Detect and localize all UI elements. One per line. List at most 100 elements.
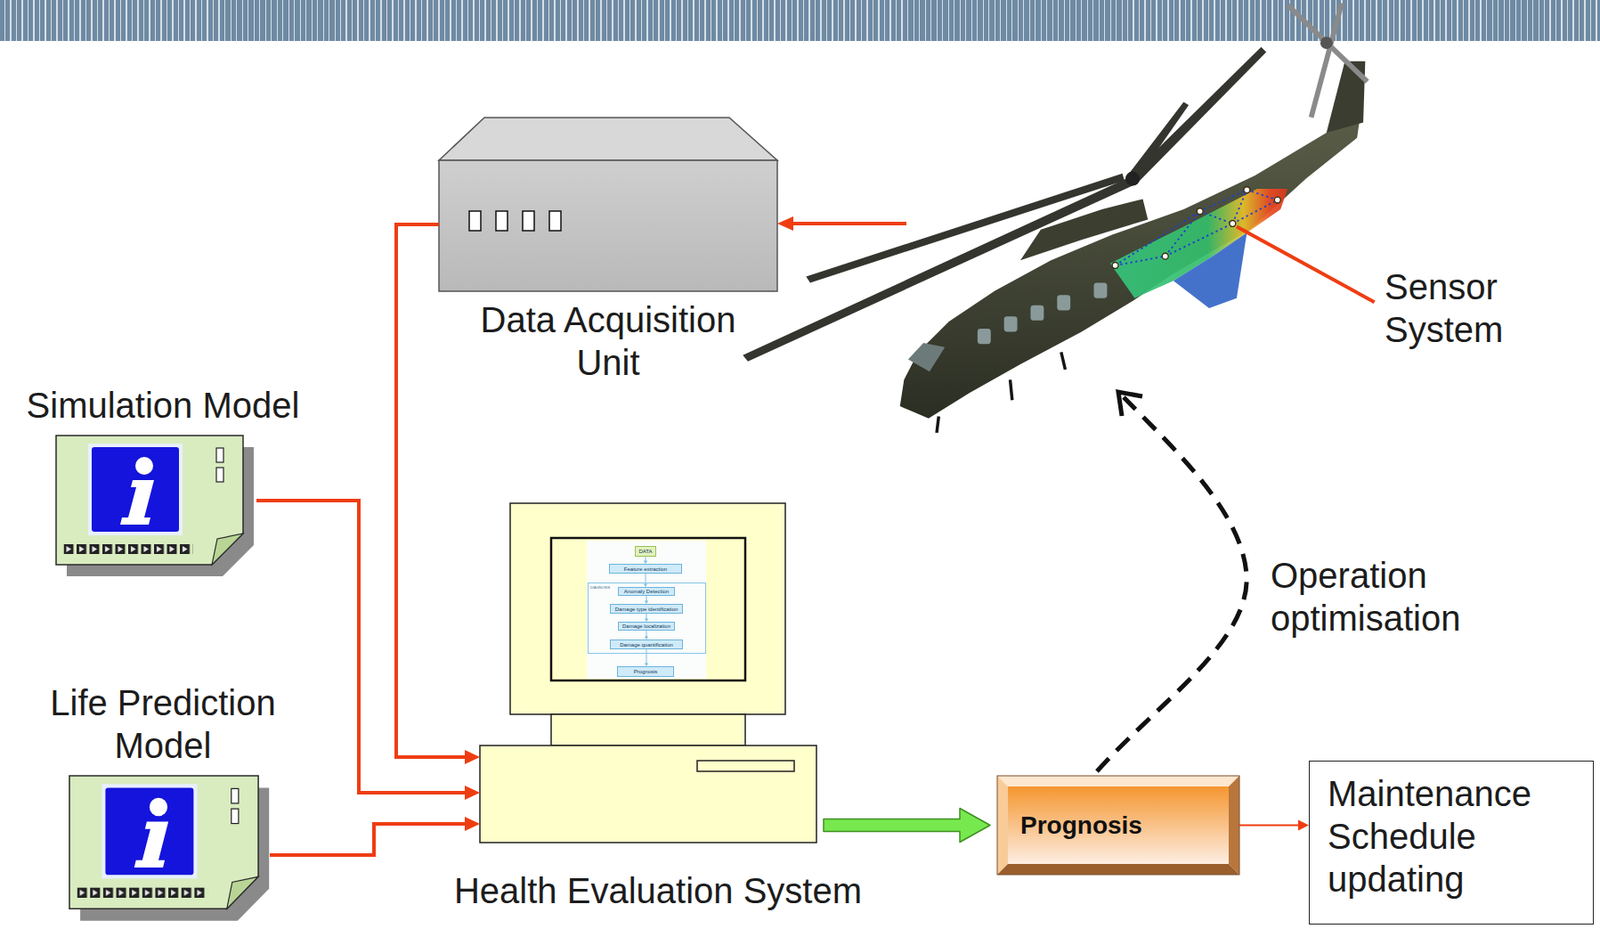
connector-line	[1239, 824, 1300, 827]
art-part	[1096, 397, 1247, 772]
connector-line	[269, 823, 468, 855]
art-part	[1004, 316, 1018, 332]
screen-step: Damage type identification	[609, 603, 683, 614]
caption-holder: Simulation Model	[7, 383, 319, 427]
model-card: Life Prediction Model	[69, 775, 270, 926]
art-part	[495, 211, 508, 231]
connector	[644, 595, 649, 604]
step-text: Damage localization	[622, 623, 671, 629]
art-part	[997, 775, 1240, 875]
connector	[643, 573, 648, 587]
box-text: Maintenance Schedule updating	[1327, 771, 1581, 901]
rotor-hub	[1125, 171, 1140, 187]
connector	[396, 224, 480, 764]
connector	[644, 630, 649, 640]
art-part	[936, 416, 939, 433]
caption-holder: Life Prediction Model	[29, 681, 297, 767]
connector-line	[646, 630, 648, 637]
unit-caption: Data Acquisition Unit	[456, 298, 760, 384]
art-part	[1115, 256, 1166, 266]
connector	[1239, 820, 1309, 831]
art-part	[1115, 211, 1201, 266]
art-part	[1243, 186, 1251, 194]
art-part	[997, 775, 1240, 787]
group-title: DIAGNOSIS	[588, 583, 706, 590]
computer: Health Evaluation SystemDATAFeature extr…	[479, 503, 817, 843]
art-part	[1010, 379, 1013, 400]
arrow-head	[464, 816, 480, 831]
connector-line	[256, 500, 468, 793]
art-part	[522, 211, 535, 231]
caption-holder: Data Acquisition Unit	[456, 298, 760, 384]
connector	[269, 816, 480, 855]
header-band	[0, 0, 1600, 41]
box-text: Prognosis	[1020, 811, 1143, 840]
prognosis-box: Prognosis	[997, 775, 1240, 875]
screen-group: DIAGNOSISAnomaly DetectionDamage type id…	[587, 582, 707, 654]
connector-line	[646, 595, 648, 602]
step-text: Prognosis	[633, 668, 658, 675]
cockpit-window	[908, 342, 945, 372]
tail-rotor-hub	[1320, 36, 1333, 49]
connector-line	[646, 649, 648, 664]
step-text: Feature extraction	[624, 566, 667, 572]
connector	[644, 649, 649, 666]
landing-gear	[936, 351, 1065, 433]
art-part	[510, 503, 786, 715]
art-part	[469, 211, 481, 231]
step-text: Damage type identification	[615, 606, 679, 612]
art-part	[1274, 196, 1281, 204]
leader-line	[1236, 226, 1375, 302]
art-part	[438, 117, 778, 161]
art-part	[1112, 262, 1119, 269]
acquisition-unit-drawing	[438, 117, 778, 292]
art-part	[1161, 252, 1169, 260]
helicopter	[742, 2, 1374, 432]
strain-map	[1173, 232, 1248, 309]
art-part	[551, 714, 746, 746]
screen-step: Damage quantification	[609, 639, 683, 650]
sensor-dots	[1112, 186, 1281, 269]
screen-step: Prognosis	[617, 665, 675, 677]
system-caption: Health Evaluation System	[426, 869, 890, 912]
signal-arrow	[777, 216, 907, 231]
art-part	[1118, 391, 1143, 416]
tail-rotor	[1287, 5, 1367, 82]
art-part	[997, 775, 1008, 875]
model-caption: Life Prediction Model	[29, 681, 297, 767]
art-part	[1094, 282, 1108, 298]
art-part	[1229, 220, 1236, 228]
art-part	[551, 537, 746, 681]
model-card-icon	[69, 775, 269, 921]
engine-cowling	[1020, 198, 1148, 260]
art-part	[549, 211, 561, 231]
maintenance-box: Maintenance Schedule updating	[1308, 760, 1594, 925]
art-part	[977, 328, 991, 344]
art-part	[479, 745, 817, 843]
screen-step: Feature extraction	[609, 563, 683, 574]
model-card-icon	[56, 435, 254, 577]
connector	[643, 556, 648, 564]
step-text: Anomaly Detection	[624, 588, 669, 594]
callout-label: Sensor System	[1384, 265, 1541, 351]
cabin-windows	[977, 282, 1108, 344]
art-part	[1056, 294, 1071, 310]
art-part	[1200, 211, 1234, 224]
step-text: DATA	[638, 548, 652, 554]
arrow-label: Operation optimisation	[1270, 553, 1498, 640]
connector-line	[396, 224, 468, 757]
tail-rotor	[1311, 2, 1342, 117]
art-part	[1196, 208, 1203, 215]
connector-line	[645, 556, 647, 561]
art-part	[1007, 786, 1229, 864]
feedback-arrow	[1096, 391, 1247, 772]
screen-step: DATA	[634, 545, 657, 557]
art-part	[777, 216, 794, 231]
art-part	[1030, 305, 1044, 321]
connector	[644, 613, 649, 622]
rotor-blade	[1132, 47, 1267, 182]
connector	[823, 808, 991, 843]
label-holder: Operation optimisation	[1270, 553, 1498, 640]
arrow-head	[464, 785, 480, 800]
